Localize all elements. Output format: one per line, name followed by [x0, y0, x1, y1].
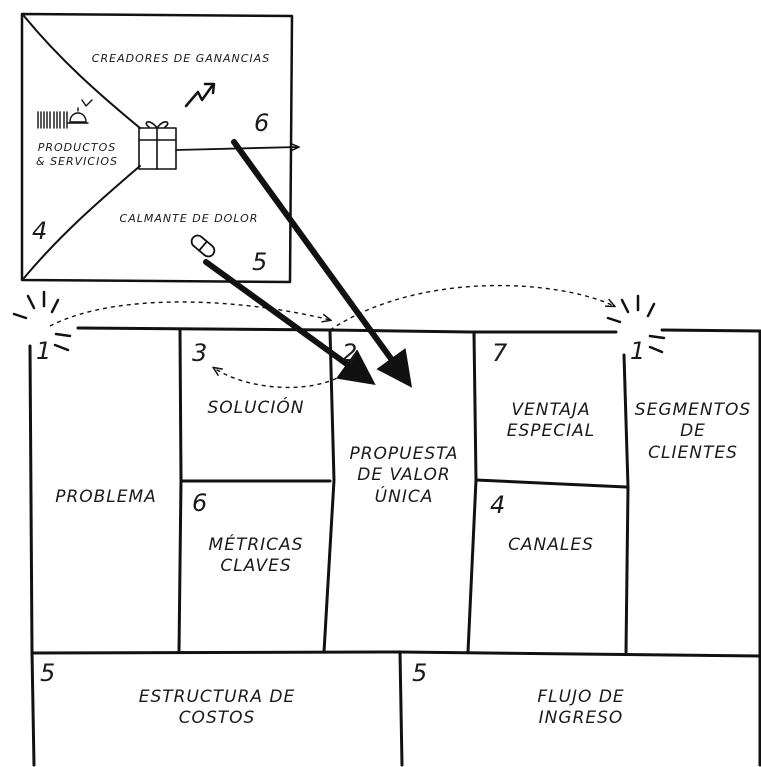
metrics-label: MÉTRICAS CLAVES: [181, 535, 331, 578]
service-bell-icon: [68, 100, 92, 123]
grid-v2: [324, 331, 334, 652]
problem-label: PROBLEMA: [32, 487, 180, 508]
channels-number: 4: [490, 490, 505, 520]
value-map-number-pain: 5: [252, 247, 267, 277]
metrics-number: 6: [192, 488, 207, 518]
barcode-icon: [38, 112, 67, 128]
segments-number: 1: [630, 336, 645, 366]
grid-top: [78, 328, 616, 332]
solution-number: 3: [192, 338, 207, 368]
advantage-number: 7: [492, 338, 507, 368]
channels-label: CANALES: [476, 535, 626, 556]
revenue-label: FLUJO DE INGRESO: [402, 687, 760, 730]
products-services-label: PRODUCTOS & SERVICIOS: [22, 141, 132, 169]
advantage-label: VENTAJA ESPECIAL: [476, 400, 626, 443]
pill-icon: [189, 233, 217, 259]
solution-label: SOLUCIÓN: [181, 398, 331, 419]
uvp-label: PROPUESTA DE VALOR ÚNICA: [334, 444, 474, 508]
gain-creators-label: CREADORES DE GANANCIAS: [76, 52, 286, 66]
uvp-number: 2: [342, 338, 357, 368]
costs-number: 5: [40, 658, 55, 688]
problem-number: 1: [36, 336, 51, 366]
grid-h3: [32, 652, 760, 656]
gift-icon: [139, 122, 176, 169]
pain-relievers-label: CALMANTE DE DOLOR: [104, 212, 274, 226]
uvp-to-segments-arc: [330, 286, 614, 330]
growth-icon: [186, 86, 212, 106]
value-map-number-products: 4: [32, 216, 47, 246]
revenue-number: 5: [412, 658, 427, 688]
segments-label: SEGMENTOS DE CLIENTES: [626, 400, 760, 464]
costs-label: ESTRUCTURA DE COSTOS: [34, 687, 400, 730]
grid-h2: [476, 480, 626, 487]
value-map-number-gain: 6: [254, 108, 269, 138]
value-map-arrows: [206, 142, 405, 378]
value-map-divider-top: [24, 16, 140, 128]
